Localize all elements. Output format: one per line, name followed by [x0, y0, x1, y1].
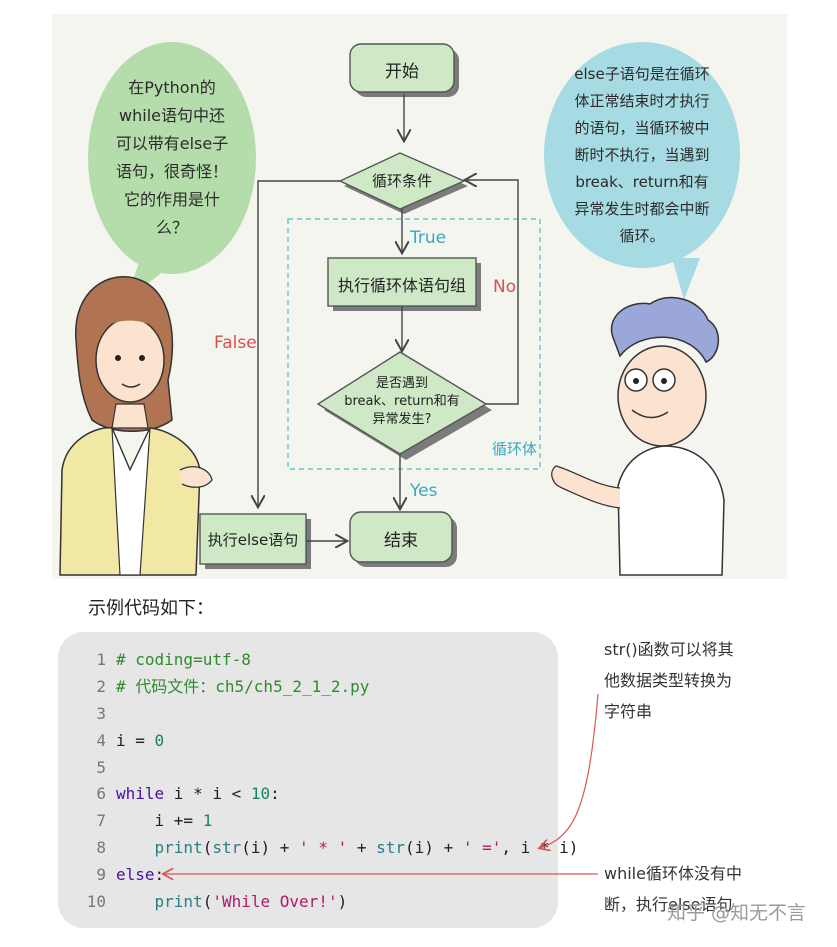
while-else-note: while循环体没有中 断，执行else语句 — [604, 858, 742, 920]
no-edge — [466, 180, 519, 405]
start-node — [349, 43, 459, 97]
answer-bubble-tail — [672, 258, 700, 300]
woman-character-illustration — [59, 276, 213, 576]
str-note-line-3: 字符串 — [604, 702, 653, 721]
code-line-10: 10 print('While Over!') — [86, 892, 348, 911]
end-node — [349, 511, 457, 567]
answer-speech-bubble: else子语句是在循环体正常结束时才执行的语句，当循环被中断时不执行，当遇到br… — [544, 42, 740, 268]
question-speech-bubble: 在Python的while语句中还可以带有else子语句，很奇怪！它的作用是什么… — [88, 42, 256, 274]
else-node — [199, 513, 311, 569]
break-check-line-3: 异常发生? — [372, 412, 432, 427]
str-note-line-2: 他数据类型转换为 — [604, 671, 733, 690]
str-note-line-1: str()函数可以将其 — [604, 640, 734, 659]
break-check-line-1: 是否遇到 — [375, 376, 428, 391]
false-edge — [258, 180, 340, 506]
break-check-line-2: break、return和有 — [344, 394, 460, 409]
str-function-note: str()函数可以将其 他数据类型转换为 字符串 — [604, 634, 734, 727]
loop-body-node — [327, 257, 481, 311]
no-label: No — [493, 277, 517, 297]
condition-label: 循环条件 — [371, 172, 432, 190]
loop-body-label: 执行循环体语句组 — [337, 276, 466, 295]
code-line-2: 2# 代码文件：ch5/ch5_2_1_2.py — [96, 677, 370, 696]
code-line-3: 3 — [96, 704, 106, 723]
answer-text: else子语句是在循环体正常结束时才执行的语句，当循环被中断时不执行，当遇到br… — [574, 64, 710, 245]
code-line-7: 7 i += 1 — [96, 811, 213, 830]
loop-body-caption: 循环体 — [492, 440, 538, 458]
code-block — [58, 632, 558, 928]
loop-body-dashed-box — [287, 218, 541, 470]
start-label: 开始 — [385, 62, 419, 82]
watermark: 知乎 @知无不言 — [667, 902, 807, 924]
while-note-line-2: 断，执行else语句 — [604, 895, 733, 914]
yes-label: Yes — [410, 481, 438, 501]
question-text: 在Python的while语句中还可以带有else子语句，很奇怪！它的作用是什么… — [115, 78, 229, 237]
while-note-line-1: while循环体没有中 — [604, 864, 742, 883]
true-label: True — [410, 228, 447, 248]
flowchart-graphic — [59, 43, 725, 576]
code-line-1: 1# coding=utf-8 — [96, 650, 251, 669]
break-check-label: 是否遇到 break、return和有 异常发生? — [318, 375, 486, 429]
code-line-8: 8 print(str(i) + ' * ' + str(i) + ' =', … — [96, 838, 579, 857]
false-label: False — [214, 333, 257, 353]
end-label: 结束 — [384, 531, 418, 551]
code-section-title: 示例代码如下： — [88, 598, 214, 619]
code-line-5: 5 — [96, 758, 106, 777]
else-label: 执行else语句 — [207, 531, 299, 549]
man-character-illustration — [551, 296, 725, 576]
